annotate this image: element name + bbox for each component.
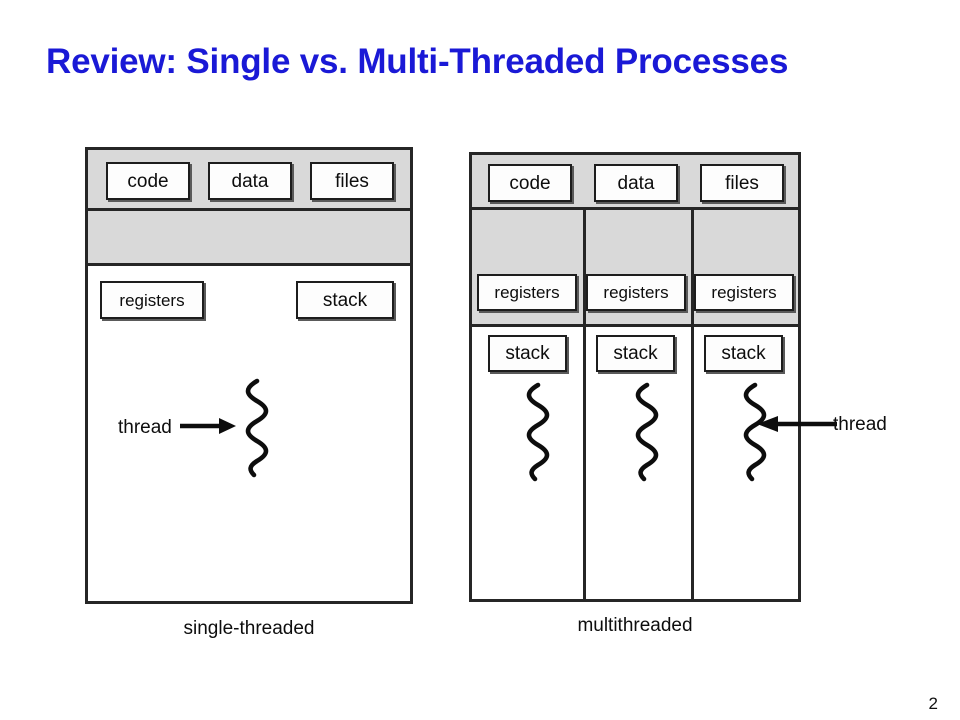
resource-box-registers: registers bbox=[586, 274, 686, 311]
thread-annotation-label-right: thread bbox=[833, 414, 887, 435]
shared-resources-band: code data files bbox=[472, 155, 798, 210]
resource-box-registers: registers bbox=[477, 274, 577, 311]
thread-column-divider bbox=[583, 210, 586, 599]
thread-squiggle-icon bbox=[526, 382, 550, 482]
page-number: 2 bbox=[928, 694, 938, 713]
resource-box-data: data bbox=[594, 164, 678, 202]
resource-box-stack: stack bbox=[704, 335, 783, 372]
page-title: Review: Single vs. Multi-Threaded Proces… bbox=[46, 42, 789, 81]
resource-box-stack: stack bbox=[296, 281, 394, 319]
resource-box-code: code bbox=[106, 162, 190, 200]
arrow-right-icon bbox=[180, 418, 236, 434]
resource-box-stack: stack bbox=[596, 335, 675, 372]
resource-box-files: files bbox=[310, 162, 394, 200]
resource-box-data: data bbox=[208, 162, 292, 200]
resource-box-code: code bbox=[488, 164, 572, 202]
single-threaded-process-frame: code data files registers stack bbox=[85, 147, 413, 604]
caption-single-threaded: single-threaded bbox=[183, 618, 315, 639]
thread-annotation-label-left: thread bbox=[118, 417, 172, 438]
thread-squiggle-icon bbox=[635, 382, 659, 482]
thread-column-divider bbox=[691, 210, 694, 599]
resource-box-registers: registers bbox=[694, 274, 794, 311]
thread-resources-band: registers stack bbox=[88, 211, 410, 319]
thread-squiggle-icon bbox=[743, 382, 767, 482]
resource-box-files: files bbox=[700, 164, 784, 202]
resource-box-registers: registers bbox=[100, 281, 204, 319]
resource-box-stack: stack bbox=[488, 335, 567, 372]
thread-resources-band: registers registers registers stack stac… bbox=[472, 210, 798, 372]
thread-squiggle-icon bbox=[245, 378, 269, 478]
multithreaded-process-frame: code data files registers registers regi… bbox=[469, 152, 801, 602]
shared-resources-band: code data files bbox=[88, 150, 410, 211]
arrow-left-icon bbox=[757, 416, 837, 432]
caption-multithreaded: multithreaded bbox=[577, 615, 693, 636]
